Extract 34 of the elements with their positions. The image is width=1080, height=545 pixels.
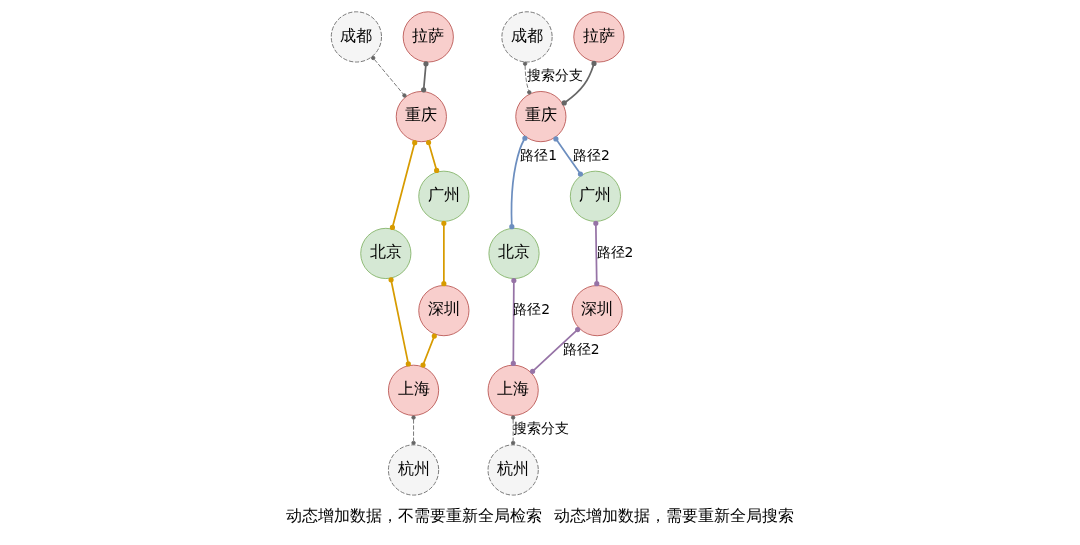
connector xyxy=(509,135,528,230)
connector xyxy=(421,61,429,93)
node-circle: 北京 xyxy=(360,227,412,279)
node-circle: 杭州 xyxy=(487,444,539,496)
connector xyxy=(420,333,437,368)
node-circle: 北京 xyxy=(488,227,540,279)
connector xyxy=(593,220,600,287)
label: 动态增加数据，需要重新全局搜索 xyxy=(554,507,795,526)
connector xyxy=(411,415,416,446)
edge-label: 路径2 xyxy=(573,146,610,163)
edge-label: 路径2 xyxy=(513,300,551,317)
edge-label: 路径1 xyxy=(520,146,558,163)
connector xyxy=(511,415,516,446)
connector xyxy=(371,55,407,98)
connector xyxy=(522,61,532,95)
connector xyxy=(426,139,440,173)
connector xyxy=(530,326,581,374)
label: 动态增加数据，不需要重新全局检索 xyxy=(285,507,542,526)
node-circle: 拉萨 xyxy=(573,11,625,63)
edge-label: 路径2 xyxy=(562,340,600,357)
edge-label: 路径2 xyxy=(596,243,634,260)
node-circle: 成都 xyxy=(501,11,553,63)
node-circle: 广州 xyxy=(418,170,470,222)
connector xyxy=(561,60,597,106)
connector xyxy=(553,136,584,177)
connector xyxy=(389,140,418,230)
node-circle: 杭州 xyxy=(388,444,440,496)
connector xyxy=(510,277,517,366)
connector xyxy=(388,277,411,367)
node-circle: 深圳 xyxy=(571,285,623,337)
edge-label: 搜索分支 xyxy=(526,67,583,84)
edge-label: 搜索分支 xyxy=(512,420,569,437)
node-circle: 拉萨 xyxy=(402,11,454,63)
connector xyxy=(441,220,447,287)
